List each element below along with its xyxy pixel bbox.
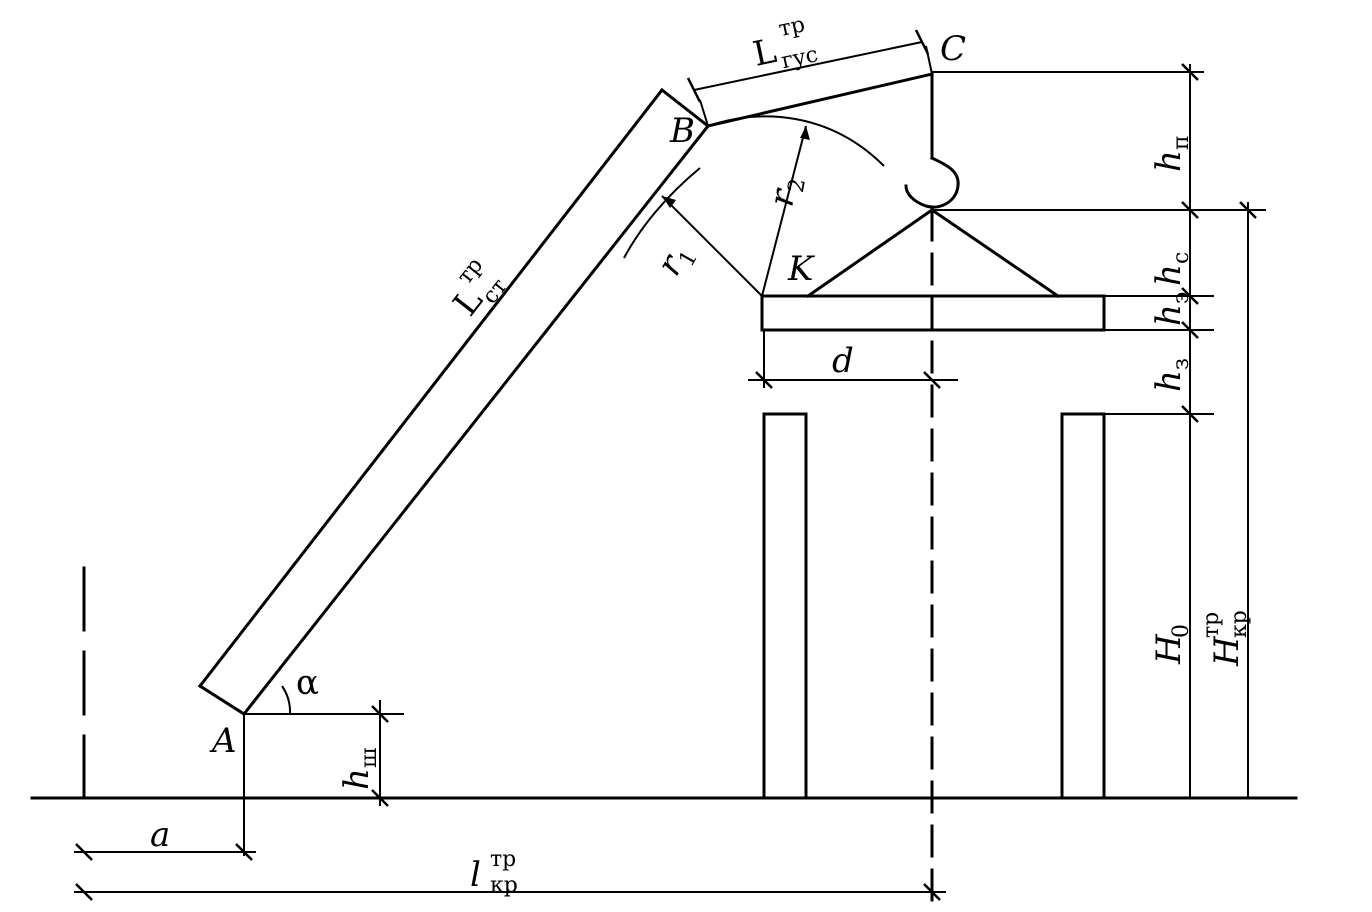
hkr-sup: тр bbox=[1199, 612, 1224, 638]
sling-left bbox=[805, 207, 935, 299]
lkr-main: l bbox=[470, 855, 481, 895]
tick-hp-top bbox=[1181, 63, 1199, 81]
h0-main: H bbox=[1149, 633, 1189, 665]
boom-head-end bbox=[659, 87, 711, 129]
left-column bbox=[762, 412, 808, 800]
hp-sub: п bbox=[1169, 135, 1194, 150]
tick-hkr-top bbox=[1239, 201, 1257, 219]
hp-main: h bbox=[1149, 150, 1189, 172]
label-hs: h с bbox=[1149, 252, 1194, 286]
arc-r1 bbox=[623, 167, 701, 259]
jib-dimension-line bbox=[693, 41, 923, 91]
boom-outer-edge bbox=[197, 87, 665, 689]
hz-sub: з bbox=[1169, 358, 1194, 370]
lkr-sup: тр bbox=[490, 847, 516, 872]
r2-arrow bbox=[800, 126, 810, 140]
label-h0: H 0 bbox=[1149, 624, 1194, 665]
lkr-tick-right bbox=[923, 883, 941, 901]
label-r1: r 1 bbox=[649, 247, 703, 283]
tick-hs-top bbox=[1181, 201, 1199, 219]
tick-hz-top bbox=[1181, 321, 1199, 339]
hkr-main: H bbox=[1207, 635, 1247, 667]
he-main: h bbox=[1149, 304, 1189, 326]
lgus-sup: тр bbox=[776, 12, 807, 42]
label-point-C: C bbox=[940, 29, 966, 69]
hs-sub: с bbox=[1169, 252, 1194, 264]
radius-r2-line bbox=[761, 125, 807, 297]
label-boom-length: L ст тр bbox=[446, 253, 513, 323]
label-hp: h п bbox=[1149, 135, 1194, 172]
hsh-sub: ш bbox=[357, 748, 382, 768]
label-hsh: h ш bbox=[337, 748, 382, 790]
hkr-sub: кр bbox=[1227, 610, 1252, 638]
hsh-main: h bbox=[337, 768, 377, 790]
right-column bbox=[1060, 412, 1106, 800]
lgus-main: L bbox=[750, 31, 780, 75]
label-lkr: l кр тр bbox=[470, 847, 518, 898]
lkr-tick-left bbox=[75, 883, 93, 901]
floor-slab bbox=[760, 294, 1106, 332]
hsh-tick-bottom bbox=[371, 789, 389, 807]
r1-arrow bbox=[662, 196, 676, 208]
hz-main: h bbox=[1149, 370, 1189, 392]
label-point-B: B bbox=[669, 111, 695, 151]
jib-ext-left bbox=[699, 99, 709, 127]
a-tick-left bbox=[75, 843, 93, 861]
he-sub: э bbox=[1169, 292, 1194, 304]
label-a: a bbox=[150, 815, 170, 855]
hook bbox=[904, 155, 960, 209]
arc-r2 bbox=[707, 115, 885, 167]
tick-he-top bbox=[1181, 287, 1199, 305]
label-jib-length: L гус тр bbox=[750, 12, 821, 75]
label-he: h э bbox=[1149, 292, 1194, 326]
jib-dim-tick-left bbox=[686, 77, 702, 103]
label-point-A: A bbox=[209, 721, 237, 761]
boom-inner-edge bbox=[241, 123, 711, 717]
d-tick-left bbox=[755, 371, 773, 389]
label-alpha: α bbox=[296, 663, 319, 703]
d-tick-right bbox=[923, 371, 941, 389]
tick-h0-top bbox=[1181, 405, 1199, 423]
hsh-tick-top bbox=[371, 705, 389, 723]
jib-ext-right bbox=[925, 45, 933, 75]
lkr-sub: кр bbox=[490, 873, 518, 898]
sling-right bbox=[929, 207, 1061, 299]
hs-main: h bbox=[1149, 264, 1189, 286]
a-tick-right bbox=[235, 843, 253, 861]
label-r2: r 2 bbox=[761, 177, 811, 210]
alpha-arc bbox=[281, 685, 292, 715]
label-hkr: H кр тр bbox=[1199, 610, 1252, 667]
r2-sub: 2 bbox=[784, 177, 811, 195]
label-hz: h з bbox=[1149, 358, 1194, 392]
label-point-K: K bbox=[787, 249, 816, 289]
boom-base-end bbox=[197, 683, 247, 717]
lgus-sub: гус bbox=[779, 42, 820, 74]
h0-sub: 0 bbox=[1169, 624, 1194, 638]
radius-r1-line bbox=[661, 195, 763, 297]
label-d: d bbox=[832, 341, 854, 381]
